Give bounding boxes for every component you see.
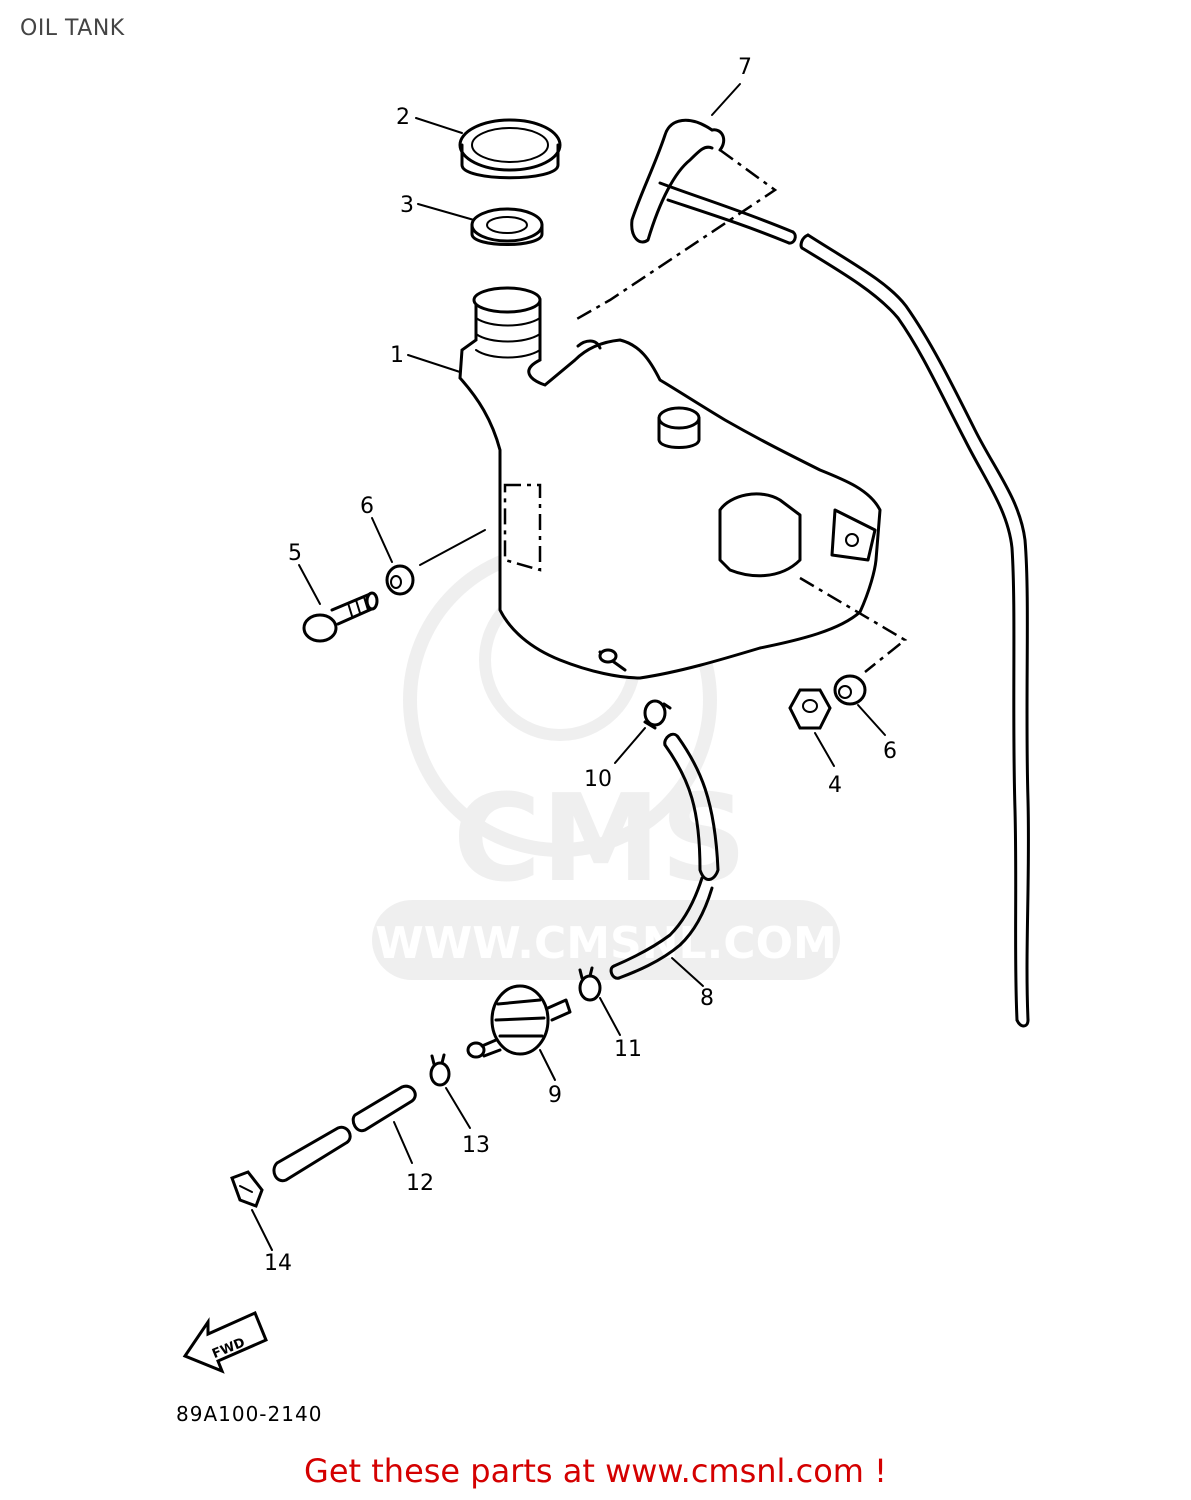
part-6-collar-left[interactable] [385,564,415,596]
part-7-breather-hose[interactable] [630,118,797,245]
part-7-long-hose[interactable] [799,233,1030,1028]
callout-4: 4 [828,773,842,798]
callout-1: 1 [390,343,404,368]
part-4-nut[interactable] [788,688,832,730]
watermark-url-text: WWW.CMSNL.COM [375,918,837,969]
part-12-hose-segments[interactable] [272,1084,417,1183]
part-10-clip[interactable] [643,699,672,730]
drawing-code: 89A100-2140 [176,1402,323,1426]
promo-link[interactable]: Get these parts at www.cmsnl.com ! [304,1452,887,1490]
callout-11: 11 [614,1037,642,1062]
callout-13: 13 [462,1133,490,1158]
callout-12: 12 [406,1171,434,1196]
dashline-7 [574,148,778,322]
callout-6-right: 6 [883,739,897,764]
part-3-seal[interactable] [470,207,544,246]
leader-6-left [419,529,486,566]
part-14-clip[interactable] [230,1170,264,1208]
part-13-clamp[interactable] [429,1053,451,1087]
callout-7: 7 [738,55,752,80]
callout-6-left: 6 [360,494,374,519]
callout-14: 14 [264,1251,292,1276]
page-title: OIL TANK [20,16,125,41]
callout-8: 8 [700,986,714,1011]
fwd-arrow-icon: FWD [182,1310,268,1374]
callout-9: 9 [548,1083,562,1108]
leader-lines [251,83,886,1251]
part-11-clamp[interactable] [578,966,602,1002]
dashline-6-right [799,576,908,673]
callout-2: 2 [396,105,410,130]
part-8-hose[interactable] [609,732,720,980]
part-2-cap[interactable] [458,118,562,180]
part-9-filter[interactable] [466,984,572,1059]
part-1-oil-tank[interactable] [458,286,882,680]
callout-3: 3 [400,193,414,218]
callout-5: 5 [288,541,302,566]
callout-10: 10 [584,767,612,792]
part-6-collar-right[interactable] [833,674,867,706]
part-5-bolt[interactable] [302,591,379,643]
